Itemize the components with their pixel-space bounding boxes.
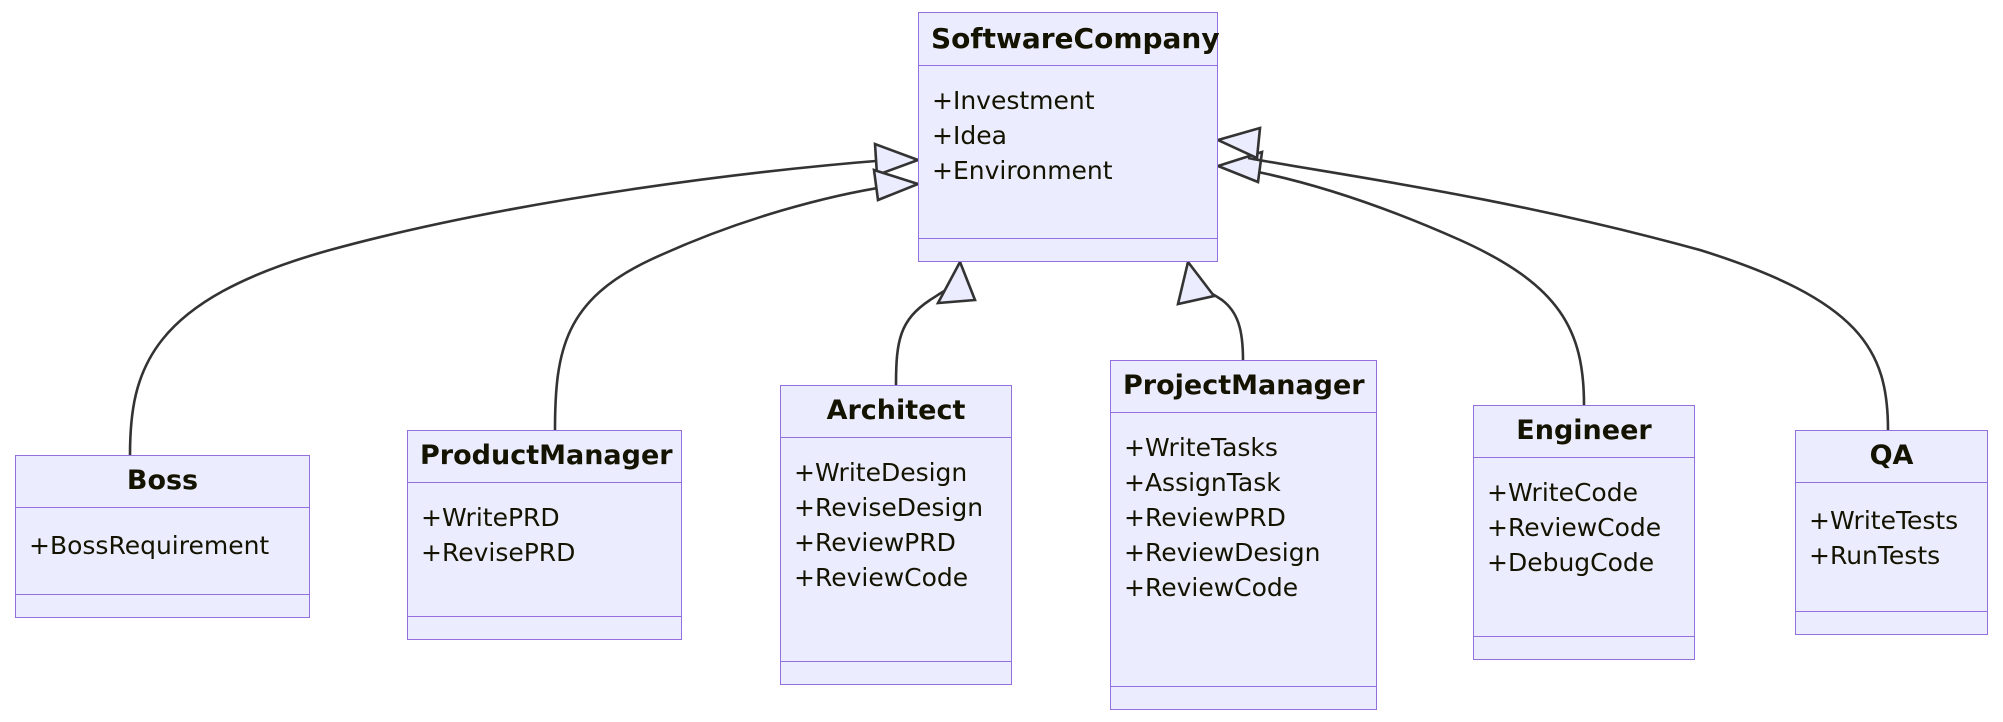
class-box-boss[interactable]: Boss +BossRequirement: [15, 455, 310, 618]
class-title: QA: [1796, 431, 1987, 484]
class-member: +ReviewCode: [1487, 513, 1662, 543]
class-member: +BossRequirement: [29, 531, 270, 561]
hollow-triangle-arrowhead: [935, 258, 977, 305]
hollow-triangle-arrowhead: [1176, 259, 1217, 306]
class-methods: [408, 617, 681, 639]
class-title: ProjectManager: [1111, 361, 1376, 414]
class-members: +WriteCode +ReviewCode +DebugCode: [1474, 458, 1694, 637]
class-member: +ReviewDesign: [1124, 538, 1321, 568]
class-member: +RunTests: [1809, 541, 1941, 571]
class-member: +ReviewPRD: [794, 528, 956, 558]
class-member: +WriteDesign: [794, 458, 968, 488]
class-member: +WriteTests: [1809, 506, 1959, 536]
class-methods: [1796, 612, 1987, 634]
class-methods: [1111, 687, 1376, 709]
class-member: +Investment: [932, 86, 1095, 116]
class-member: +ReviewCode: [1124, 573, 1299, 603]
class-member: +WritePRD: [421, 503, 560, 533]
hollow-triangle-arrowhead: [1214, 150, 1264, 184]
class-methods: [16, 595, 309, 617]
class-member: +ReviewPRD: [1124, 503, 1286, 533]
class-box-productmanager[interactable]: ProductManager +WritePRD +RevisePRD: [407, 430, 682, 640]
class-members: +WriteDesign +ReviseDesign +ReviewPRD +R…: [781, 438, 1011, 662]
class-member: +WriteTasks: [1124, 433, 1278, 463]
class-title: Boss: [16, 456, 309, 509]
class-methods: [919, 239, 1217, 261]
class-member: +AssignTask: [1124, 468, 1281, 498]
class-methods: [1474, 637, 1694, 659]
class-members: +BossRequirement: [16, 508, 309, 595]
hollow-triangle-arrowhead: [872, 168, 922, 202]
edge-projectmanager-to-softwarecompany: [1176, 259, 1245, 361]
hollow-triangle-arrowhead: [1214, 126, 1262, 160]
class-member: +Idea: [932, 121, 1007, 151]
edge-architect-to-softwarecompany: [894, 258, 977, 386]
class-box-qa[interactable]: QA +WriteTests +RunTests: [1795, 430, 1988, 635]
class-member: +ReviseDesign: [794, 493, 984, 523]
class-members: +WriteTasks +AssignTask +ReviewPRD +Revi…: [1111, 413, 1376, 687]
class-member: +Environment: [932, 156, 1113, 186]
class-members: +Investment +Idea +Environment: [919, 66, 1217, 239]
class-members: +WritePRD +RevisePRD: [408, 483, 681, 617]
class-box-softwarecompany[interactable]: SoftwareCompany +Investment +Idea +Envir…: [918, 12, 1220, 262]
class-box-projectmanager[interactable]: ProjectManager +WriteTasks +AssignTask +…: [1110, 360, 1377, 710]
class-member: +WriteCode: [1487, 478, 1638, 508]
class-title: ProductManager: [408, 431, 681, 484]
class-members: +WriteTests +RunTests: [1796, 483, 1987, 612]
class-title: Engineer: [1474, 406, 1694, 459]
class-member: +DebugCode: [1487, 548, 1655, 578]
class-member: +RevisePRD: [421, 538, 576, 568]
class-member: +ReviewCode: [794, 563, 969, 593]
hollow-triangle-arrowhead: [873, 142, 922, 177]
class-box-architect[interactable]: Architect +WriteDesign +ReviseDesign +Re…: [780, 385, 1012, 685]
class-title: Architect: [781, 386, 1011, 439]
class-title: SoftwareCompany: [919, 13, 1220, 67]
class-methods: [781, 662, 1011, 684]
class-box-engineer[interactable]: Engineer +WriteCode +ReviewCode +DebugCo…: [1473, 405, 1695, 660]
